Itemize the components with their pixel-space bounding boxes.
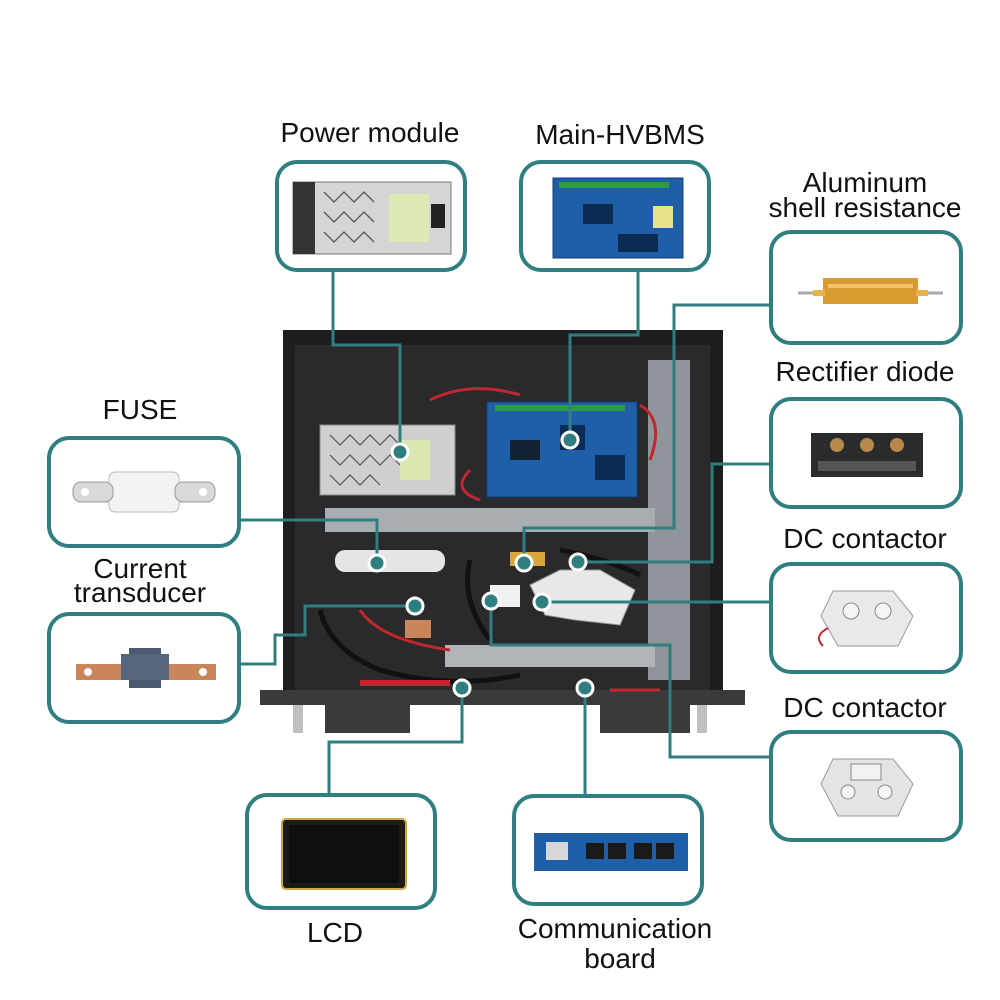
connector-lines bbox=[237, 268, 772, 797]
dc-contactor-2-image bbox=[820, 758, 914, 817]
label-current-line-2: transducer bbox=[73, 577, 207, 608]
line-rectifier bbox=[578, 462, 772, 564]
line-dc-contactor-2 bbox=[489, 601, 772, 759]
rectifier-diode-box bbox=[769, 397, 963, 509]
communication-board-box bbox=[512, 794, 704, 906]
label-power-module: Power module bbox=[280, 117, 460, 148]
line-fuse bbox=[237, 518, 379, 563]
label-aluminum-line-1: Aluminum bbox=[802, 167, 928, 198]
current-transducer-image bbox=[76, 648, 216, 688]
label-aluminum-line-2: shell resistance bbox=[768, 192, 962, 223]
line-power-module bbox=[331, 268, 402, 445]
lcd-box bbox=[245, 793, 437, 910]
label-rectifier-diode: Rectifier diode bbox=[775, 356, 955, 387]
line-lcd bbox=[327, 688, 464, 797]
fuse-box bbox=[47, 436, 241, 548]
label-comm-line-2: board bbox=[584, 943, 656, 974]
dc-contactor-box-1 bbox=[769, 562, 963, 674]
label-fuse: FUSE bbox=[102, 394, 178, 425]
label-main-hvbms: Main-HVBMS bbox=[535, 119, 705, 150]
inner-hvbms-board bbox=[429, 387, 658, 502]
inner-power-module bbox=[319, 424, 456, 496]
communication-board-image bbox=[534, 833, 688, 871]
current-transducer-box bbox=[47, 612, 241, 724]
lcd-image bbox=[281, 818, 407, 890]
fuse-image bbox=[72, 471, 216, 513]
label-dc-contactor-1: DC contactor bbox=[783, 523, 947, 554]
dc-contactor-box-2 bbox=[769, 730, 963, 842]
label-dc-contactor-2: DC contactor bbox=[783, 692, 947, 723]
aluminum-resistance-box bbox=[769, 230, 963, 345]
label-comm-line-1: Communication bbox=[517, 913, 713, 944]
line-main-hvbms bbox=[568, 268, 640, 440]
connector-dots bbox=[367, 430, 595, 698]
label-current-line-1: Current bbox=[93, 553, 187, 584]
power-module-box bbox=[275, 160, 467, 272]
bms-enclosure bbox=[260, 330, 745, 733]
main-hvbms-image bbox=[552, 177, 684, 259]
label-lcd: LCD bbox=[306, 917, 363, 948]
line-current bbox=[237, 604, 415, 666]
rectifier-diode-image bbox=[811, 433, 923, 477]
main-hvbms-box bbox=[519, 160, 711, 272]
power-module-image bbox=[292, 181, 452, 255]
aluminum-resistance-image bbox=[798, 278, 943, 304]
dc-contactor-1-image bbox=[818, 590, 914, 647]
line-aluminum bbox=[522, 303, 772, 563]
